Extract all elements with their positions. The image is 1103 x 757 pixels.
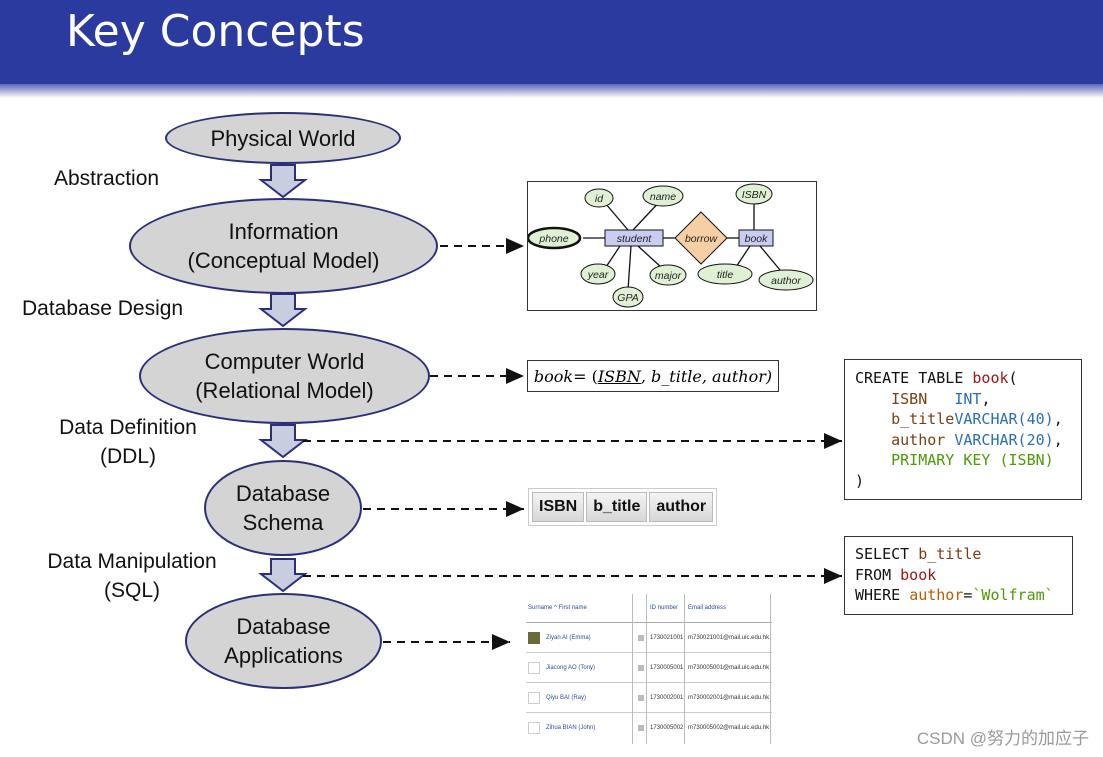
table-divider <box>770 594 771 744</box>
er-attr-name: name <box>650 191 676 203</box>
er-text-student: student <box>617 233 653 245</box>
label-data-manipulation: Data Manipulation (SQL) <box>30 547 234 605</box>
er-attr-gpa: GPA <box>617 292 638 304</box>
node-computer-line1: Computer World <box>204 349 365 374</box>
table-row: Jiacong AO (Tony) 1730005001 m730005001@… <box>526 653 772 683</box>
relational-formula: book = (ISBN, b_title, author) <box>527 360 779 392</box>
avatar <box>528 631 540 644</box>
schema-col-author: author <box>649 492 714 522</box>
er-diagram-svg: student book borrow id name phone year m… <box>528 183 814 308</box>
node-computer-line2: (Relational Model) <box>195 378 374 403</box>
avatar <box>528 691 540 704</box>
node-schema-line1: Database <box>235 481 331 506</box>
er-attr-year: year <box>587 269 609 281</box>
node-apps-line1: Database <box>236 614 331 639</box>
avatar <box>528 661 540 674</box>
node-schema-line2: Schema <box>242 510 324 535</box>
label-ddl-line2: (DDL) <box>100 445 156 468</box>
down-arrow-db-design <box>258 293 308 328</box>
down-arrow-ddl <box>258 424 308 459</box>
schema-col-title: b_title <box>586 492 648 522</box>
slide-title: Key Concepts <box>66 6 365 57</box>
avatar <box>528 721 540 734</box>
checkbox-icon[interactable] <box>638 694 644 701</box>
node-information-line2: (Conceptual Model) <box>187 248 380 273</box>
label-data-definition: Data Definition (DDL) <box>30 413 226 471</box>
er-text-borrow: borrow <box>685 233 719 245</box>
er-entity-student <box>604 229 664 247</box>
er-attr-id: id <box>595 193 604 205</box>
select-query-code: SELECT b_title FROM book WHERE author=`W… <box>844 536 1073 615</box>
node-physical-world: Physical World <box>165 112 401 164</box>
label-database-design: Database Design <box>22 297 184 320</box>
er-diagram: student book borrow id name phone year m… <box>527 181 817 311</box>
er-relationship-borrow <box>674 211 728 265</box>
app-col-name[interactable]: Surname ^ First name <box>528 605 587 611</box>
node-computer-world: Computer World (Relational Model) <box>139 328 430 424</box>
slide-header <box>0 0 1103 84</box>
table-row: Ziyan AI (Emma) 1730021001 m730021001@ma… <box>526 623 772 653</box>
down-arrow-abstraction <box>258 164 308 199</box>
app-col-id[interactable]: ID number <box>650 605 679 611</box>
table-divider <box>646 594 647 744</box>
er-attr-isbn: ISBN <box>742 189 767 201</box>
node-apps-line2: Applications <box>224 643 343 668</box>
header-fade <box>0 84 1103 98</box>
create-table-code: CREATE TABLE book( ISBN INT, b_titleVARC… <box>844 359 1082 500</box>
er-entity-book <box>738 229 774 247</box>
node-information: Information (Conceptual Model) <box>129 198 438 294</box>
down-arrow-sql <box>258 558 308 593</box>
formula-lhs: book <box>533 366 574 386</box>
table-divider <box>684 594 685 744</box>
checkbox-icon[interactable] <box>638 634 644 641</box>
label-ddl-line1: Data Definition <box>59 416 197 439</box>
table-row: Zihua BIAN (John) 1730005002 m730005002@… <box>526 713 772 742</box>
node-physical-label: Physical World <box>210 125 356 151</box>
schema-col-isbn: ISBN <box>532 492 585 522</box>
app-col-email[interactable]: Email address <box>688 605 727 611</box>
formula-eq: = ( <box>573 366 598 386</box>
table-row: Qiyu BAI (Ray) 1730002001 m730002001@mai… <box>526 683 772 713</box>
er-attr-major: major <box>655 270 682 282</box>
schema-columns: ISBN b_title author <box>528 488 718 526</box>
label-sql-line2: (SQL) <box>103 579 160 602</box>
formula-rest: , b_title, author) <box>640 366 773 386</box>
app-table: Surname ^ First name ID number Email add… <box>526 594 772 744</box>
table-divider <box>632 594 633 744</box>
er-attr-title: title <box>717 269 734 281</box>
checkbox-icon[interactable] <box>638 724 644 731</box>
watermark: CSDN @努力的加应子 <box>916 729 1089 748</box>
label-sql-line1: Data Manipulation <box>47 550 217 573</box>
checkbox-icon[interactable] <box>638 664 644 671</box>
formula-isbn: ISBN <box>597 366 641 386</box>
node-information-line1: Information <box>228 219 339 244</box>
label-abstraction: Abstraction <box>54 167 160 190</box>
app-table-header: Surname ^ First name ID number Email add… <box>526 594 772 623</box>
er-text-book: book <box>745 233 769 245</box>
er-attr-phone: phone <box>538 233 568 245</box>
er-attr-author: author <box>771 275 801 287</box>
